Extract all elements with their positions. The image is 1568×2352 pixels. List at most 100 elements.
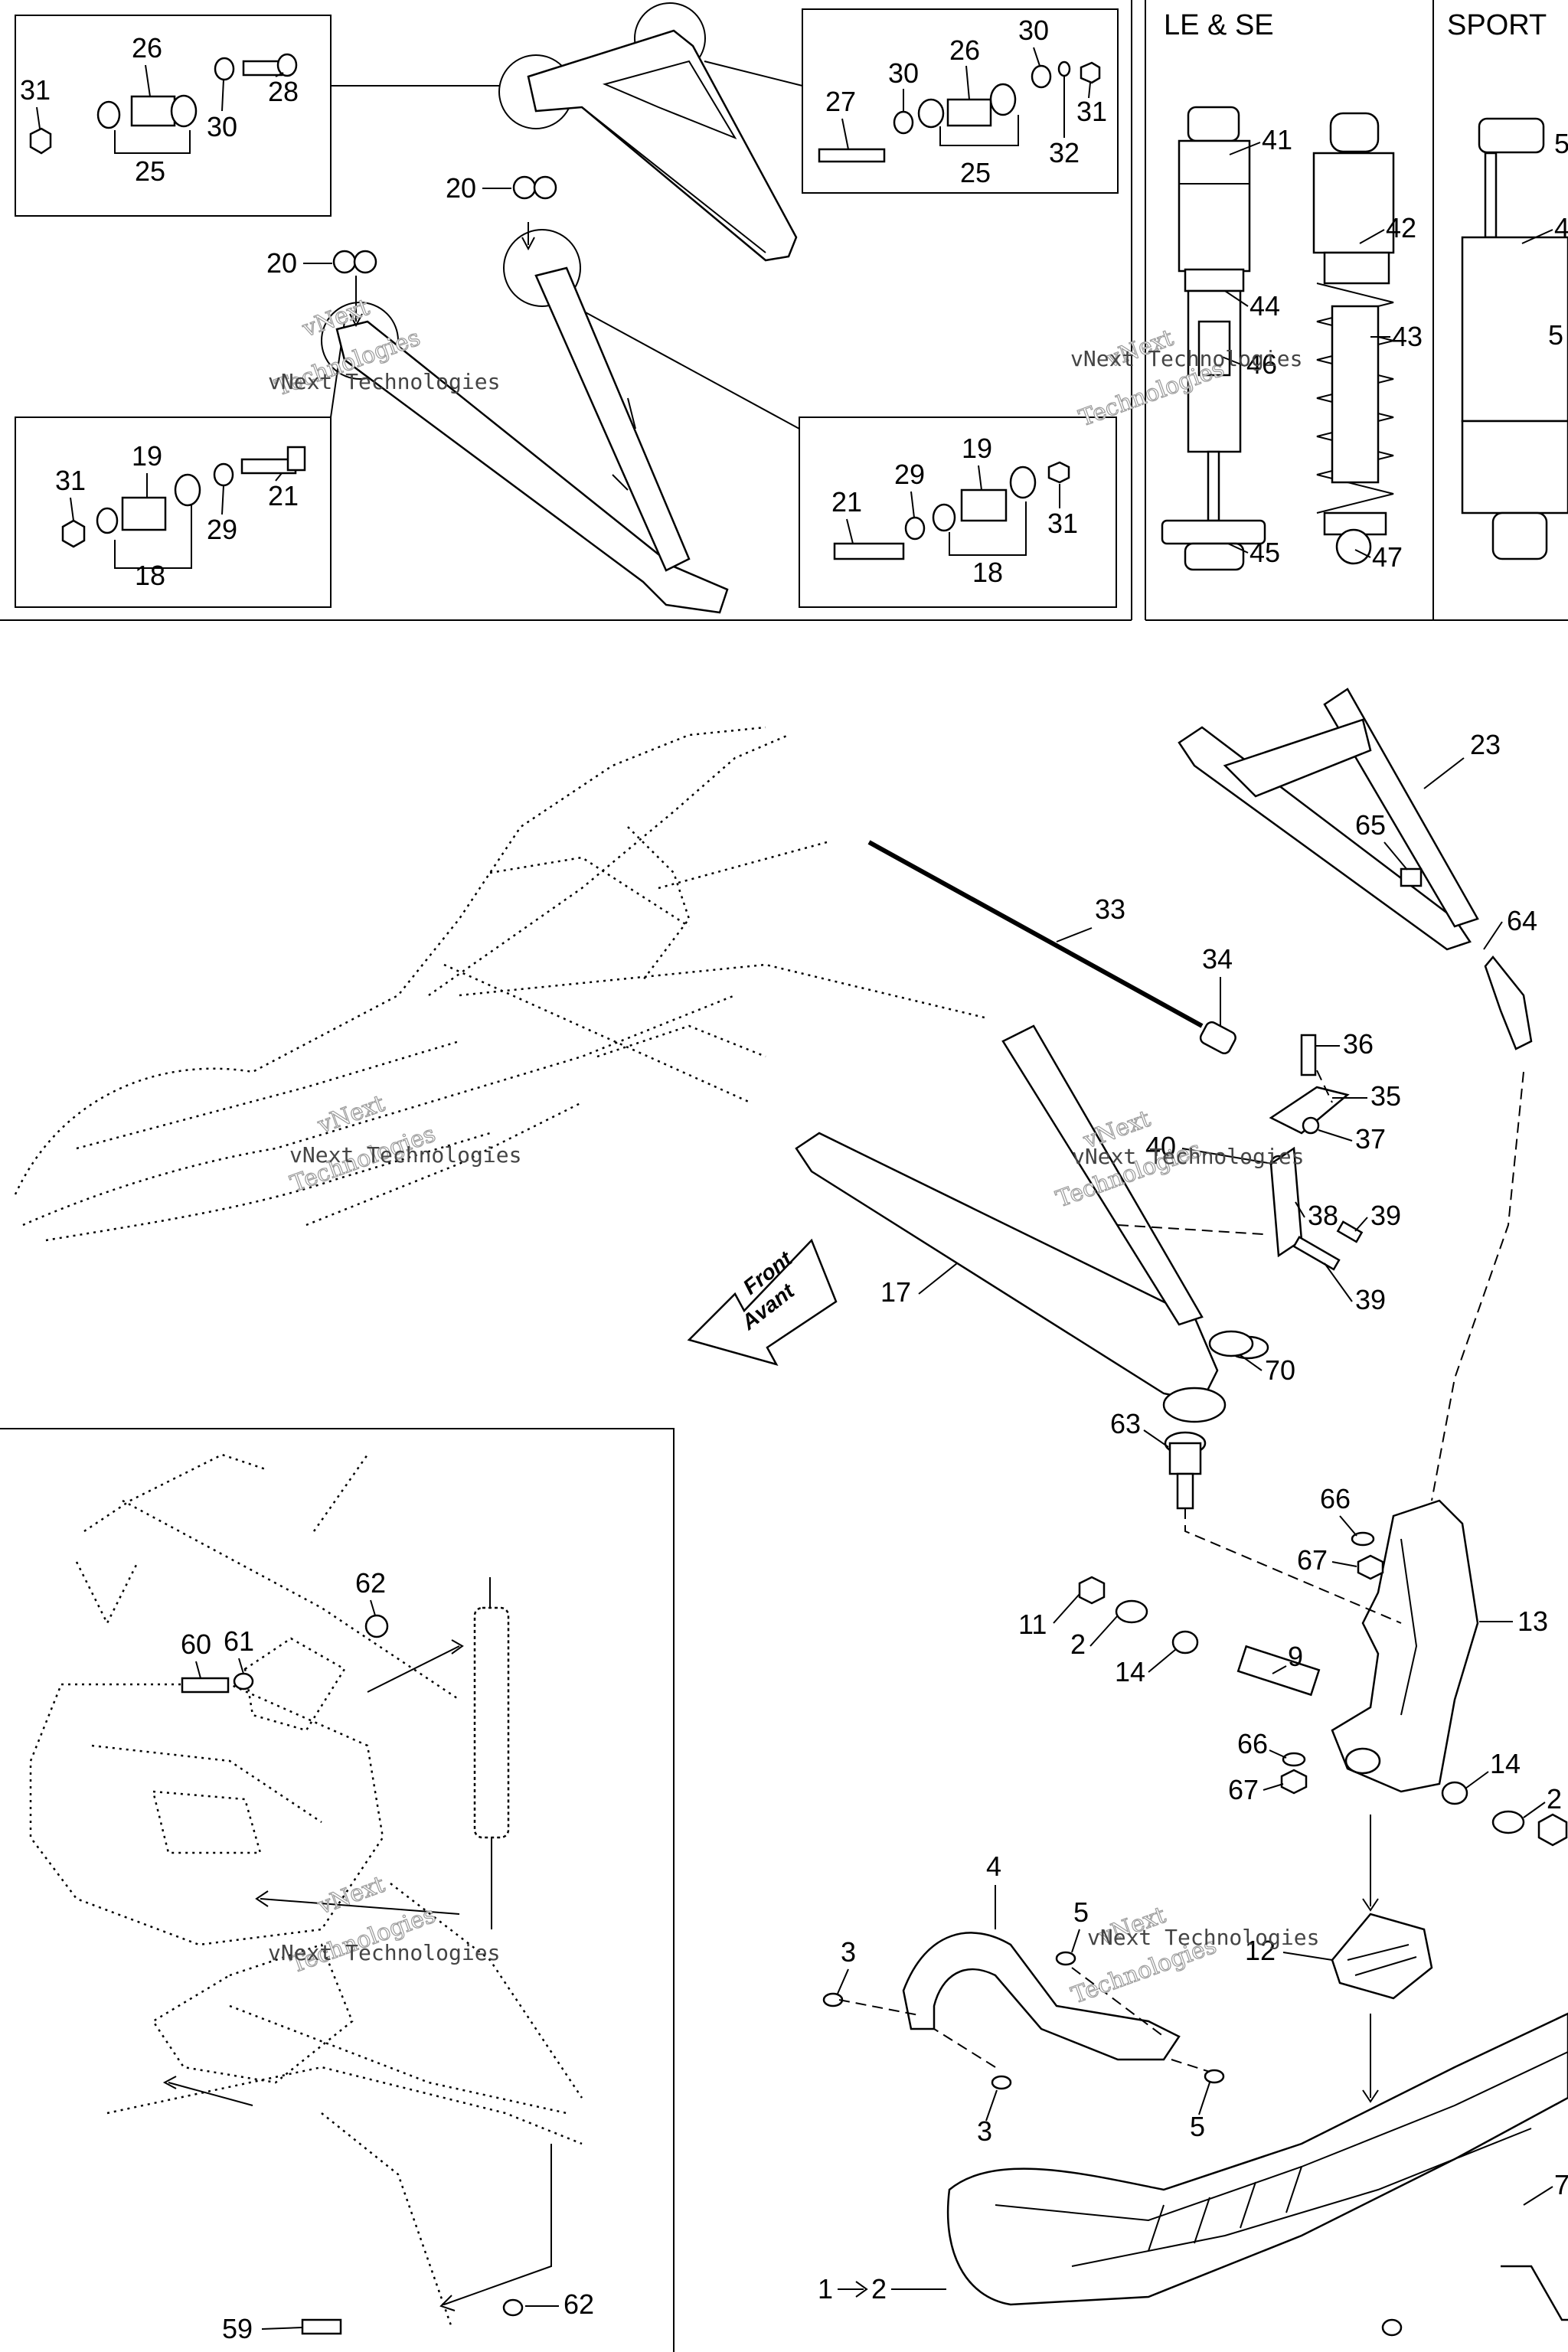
sway-bar-33: [867, 840, 1236, 1055]
callout-5: 5: [1554, 128, 1568, 159]
callout-27: 27: [825, 86, 856, 117]
callout-9: 9: [1288, 1641, 1303, 1672]
callout-46: 46: [1246, 348, 1277, 380]
hardware-mid-left: [61, 446, 306, 569]
zoom-circle-3: [503, 229, 581, 307]
watermark-vnext-technologies: vNext Technologies: [289, 1142, 521, 1168]
callout-20: 20: [446, 172, 476, 204]
callout-67: 67: [1228, 1774, 1259, 1805]
callout-26: 26: [949, 34, 980, 66]
upper-a-arm-23: [1178, 688, 1533, 1050]
callout-19: 19: [132, 440, 162, 472]
callout-14: 14: [1490, 1748, 1521, 1779]
ski-handle-4: [822, 1932, 1225, 2090]
callout-44: 44: [1250, 290, 1280, 322]
callout-63: 63: [1110, 1408, 1141, 1439]
callout-12: 12: [1245, 1935, 1276, 1966]
callout-labels: 31 26 28 30 25 27 30 26 30 31 32 25 20 2…: [20, 15, 1568, 2344]
hardware-mid-right: [833, 461, 1070, 560]
watermark-vnext: vNext: [314, 1871, 388, 1920]
washer-20-mid: [332, 250, 377, 328]
header-le-se: LE & SE: [1164, 9, 1274, 41]
callout-23: 23: [1470, 729, 1501, 760]
ring-70: [1208, 1330, 1254, 1357]
callout-1: 1: [818, 2273, 833, 2305]
callout-36: 36: [1343, 1028, 1374, 1060]
callout-64: 64: [1507, 905, 1537, 936]
hardware-box-mid-left: [15, 416, 332, 608]
callout-25: 25: [960, 157, 991, 188]
shock-sport: [1461, 117, 1568, 560]
inset-frame-assembly: [29, 1453, 583, 2328]
callout-5: 5: [1190, 2111, 1205, 2142]
hardware-top-left: [29, 53, 298, 155]
callout-21: 21: [268, 480, 299, 511]
watermark-vnext-technologies: vNext Technologies: [268, 369, 500, 394]
watermark-vnext-technologies: vNext Technologies: [1072, 1144, 1304, 1169]
sway-link-hardware: [1117, 1034, 1364, 1271]
shock-le-se: [1161, 106, 1266, 571]
ski-body: [946, 2012, 1568, 2337]
callout-14: 14: [1115, 1656, 1145, 1687]
header-sport: SPORT: [1447, 9, 1547, 41]
callout-18: 18: [972, 557, 1003, 588]
hardware-top-right: [818, 60, 1101, 163]
callout-31: 31: [1076, 96, 1107, 127]
callout-60: 60: [181, 1628, 211, 1660]
callout-31: 31: [20, 74, 51, 106]
callout-31: 31: [55, 465, 86, 496]
callout-40: 40: [1145, 1131, 1176, 1162]
callout-61: 61: [224, 1625, 254, 1657]
watermark-vnext: vNext: [314, 1090, 388, 1139]
callout-29: 29: [207, 514, 237, 545]
callout-2: 2: [1547, 1783, 1562, 1815]
callout-13: 13: [1517, 1606, 1548, 1637]
callout-30: 30: [1018, 15, 1049, 46]
lower-a-arm-detail: [335, 266, 729, 614]
callout-19: 19: [962, 433, 992, 464]
runner-pad-12: [1331, 1815, 1433, 2103]
shock-coil: [1312, 112, 1395, 565]
callout-62: 62: [564, 2288, 594, 2320]
callout-34: 34: [1202, 943, 1233, 975]
washer-20-top: [512, 175, 557, 251]
watermark-vnext-technologies: vNext Technologies: [268, 1940, 500, 1965]
callout-26: 26: [132, 32, 162, 64]
front-direction-badge: Front Avant: [687, 1238, 838, 1367]
assembled-front-suspension: [14, 726, 988, 1242]
callout-37: 37: [1355, 1123, 1386, 1155]
callout-21: 21: [831, 486, 862, 518]
callout-45: 45: [1250, 537, 1280, 568]
callout-4: 4: [1554, 212, 1568, 243]
watermark-vnext-technologies: vNext Technologies: [1087, 1925, 1319, 1950]
callout-11: 11: [1018, 1609, 1047, 1640]
callout-2: 2: [871, 2273, 887, 2305]
callout-30: 30: [888, 57, 919, 89]
callout-25: 25: [135, 155, 165, 187]
inset-hardware: [181, 1614, 524, 2335]
callout-65: 65: [1355, 809, 1386, 841]
callout-4: 4: [986, 1851, 1001, 1882]
callout-30: 30: [207, 111, 237, 142]
callout-32: 32: [1049, 137, 1080, 168]
callout-3: 3: [977, 2115, 992, 2147]
callout-2: 2: [1070, 1628, 1086, 1660]
hardware-box-top-right: [802, 8, 1119, 194]
callout-42: 42: [1386, 212, 1416, 243]
callout-28: 28: [268, 76, 299, 107]
hardware-box-top-left: [15, 15, 332, 217]
callout-67: 67: [1297, 1544, 1328, 1576]
callout-31: 31: [1047, 508, 1078, 539]
callout-39: 39: [1370, 1200, 1401, 1231]
callout-47: 47: [1372, 541, 1403, 573]
callout-62: 62: [355, 1567, 386, 1599]
callout-5: 5: [1073, 1896, 1089, 1928]
callout-39: 39: [1355, 1284, 1386, 1315]
callout-35: 35: [1370, 1080, 1401, 1112]
callout-17: 17: [880, 1276, 911, 1308]
ball-joint-63: [1164, 1431, 1207, 1510]
callout-7: 7: [1554, 2169, 1568, 2200]
watermark-vnext-technologies: vNext Technologies: [1070, 346, 1302, 371]
